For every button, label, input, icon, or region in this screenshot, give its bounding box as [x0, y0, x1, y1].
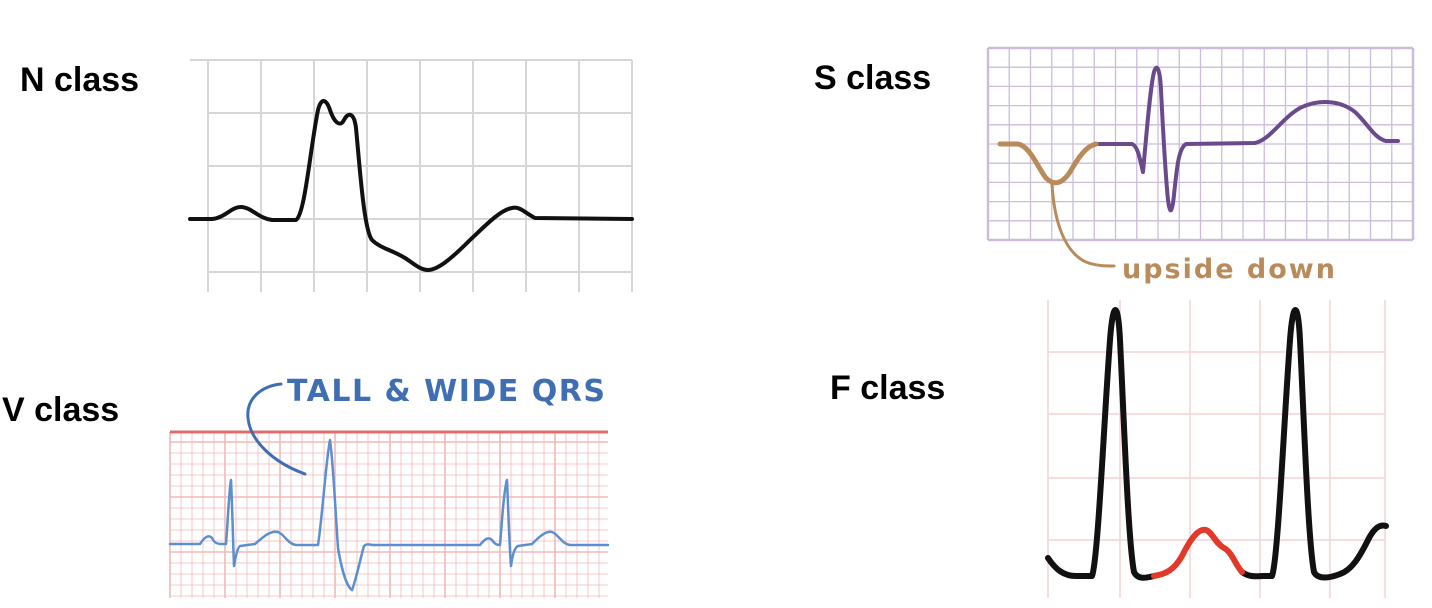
- s-class-inverted-p-wave: [997, 141, 1099, 186]
- f-class-ecg-trace: [1045, 307, 1389, 581]
- f-class-panel: [1045, 300, 1389, 598]
- v-class-label: V class: [2, 391, 120, 429]
- v-class-ecg-trace: [168, 438, 610, 592]
- s-class-ecg-trace: [1093, 65, 1400, 213]
- n-class-grid: [190, 59, 633, 292]
- v-class-annotation-pointer: [246, 382, 307, 476]
- v-class-panel: TALL & WIDE QRS: [168, 374, 610, 598]
- s-class-annotation: upside down: [1122, 254, 1337, 285]
- f-class-label: F class: [830, 369, 946, 407]
- s-class-grid: [986, 46, 1415, 242]
- s-class-panel: upside down: [986, 46, 1415, 285]
- s-class-label: S class: [814, 59, 932, 97]
- v-class-annotation: TALL & WIDE QRS: [287, 374, 606, 409]
- s-class-annotation-pointer: [1050, 182, 1116, 268]
- n-class-label: N class: [20, 61, 140, 99]
- v-class-grid: [169, 432, 608, 598]
- n-class-ecg-trace: [188, 99, 634, 272]
- n-class-panel: [188, 59, 634, 292]
- f-class-fusion-wave: [1151, 526, 1245, 579]
